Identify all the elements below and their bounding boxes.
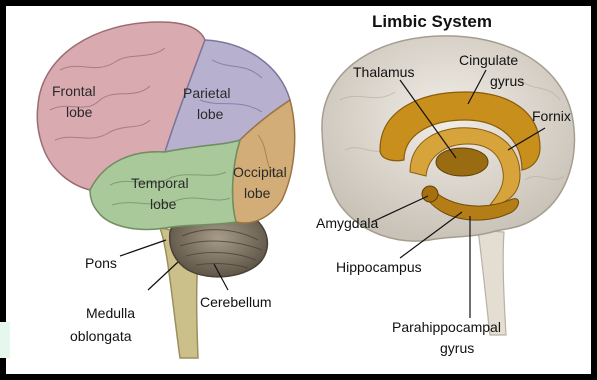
limbic-brain: [322, 36, 574, 335]
pons-label: Pons: [85, 255, 117, 271]
hippocampus-label: Hippocampus: [336, 259, 422, 275]
temporal-lobe-label: Temporal: [131, 175, 189, 191]
medulla-label-2: oblongata: [70, 328, 132, 344]
cingulate-label: Cingulate: [459, 52, 518, 68]
temporal-lobe-label-2: lobe: [150, 196, 177, 212]
thalamus: [436, 148, 488, 176]
cingulate-label-2: gyrus: [490, 73, 524, 89]
occipital-lobe-label: Occipital: [233, 164, 287, 180]
parahippocampal-label-2: gyrus: [440, 340, 474, 356]
amygdala-label: Amygdala: [316, 215, 378, 231]
amygdala: [422, 186, 438, 202]
fornix-label: Fornix: [532, 108, 571, 124]
cerebellum-label: Cerebellum: [200, 294, 272, 310]
parietal-lobe-label: Parietal: [183, 85, 230, 101]
occipital-lobe-label-2: lobe: [244, 185, 271, 201]
parahippocampal-label: Parahippocampal: [392, 319, 501, 335]
frontal-lobe-label: Frontal: [52, 83, 96, 99]
parietal-lobe-label-2: lobe: [197, 106, 224, 122]
thalamus-label: Thalamus: [353, 64, 414, 80]
limbic-title: Limbic System: [372, 12, 492, 31]
medulla-label: Medulla: [86, 305, 135, 321]
frontal-lobe-label-2: lobe: [66, 104, 93, 120]
